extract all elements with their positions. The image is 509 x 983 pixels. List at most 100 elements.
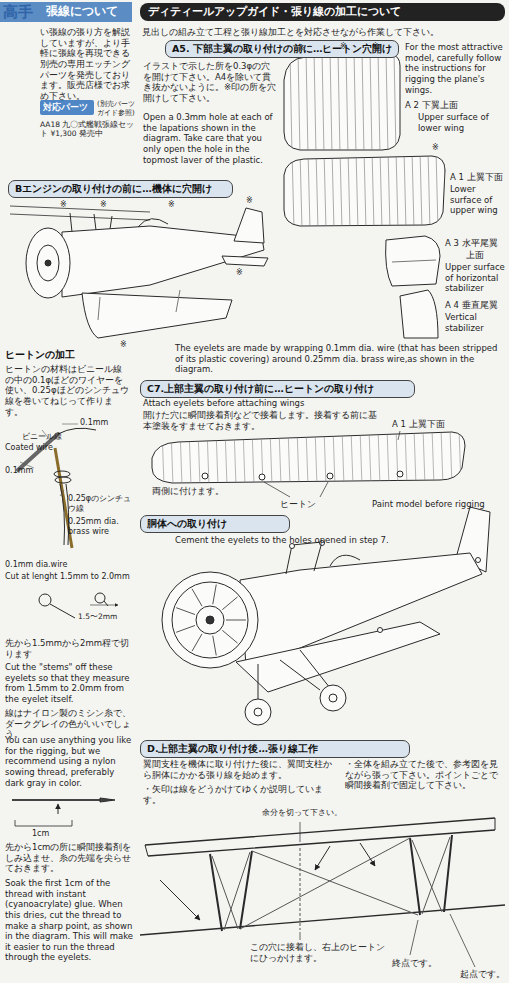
wing-rib [324,428,326,486]
engine-cylinder [192,589,202,606]
wing-rib [338,50,340,155]
fuselage-side-view [10,206,268,338]
wing-rib [332,150,334,230]
instruction-text: Attach eyelets before attaching wings [143,398,443,409]
wing-rib [288,428,290,486]
dimension-label: 1.5〜2mm [78,612,134,621]
wing-rib [162,428,164,486]
engine-cylinder [222,630,237,643]
part-label: 0.25mm dia. brass wire [68,517,134,537]
part-label: Vertical stabilizer [445,312,506,333]
wing-rib [386,50,388,155]
wing-rib [308,150,310,230]
note-text: 終点です。 [392,958,452,969]
wing-rib [300,150,302,230]
lower-wing-outline [284,55,400,150]
header-text: 対応パーツ [43,102,90,113]
wing-rib [171,428,173,486]
wing-rib [290,50,292,155]
part-label: A 1 上翼下面 [392,419,472,430]
wing-rib [198,428,200,486]
wing-rib [225,428,227,486]
wing-rib [333,428,335,486]
header-text: A5. 下部主翼の取り付けの前に…ヒートン穴開け [172,43,394,55]
step-header: 胴体への取り付け [140,515,290,533]
hole-mark: ※ [246,196,258,206]
hole-mark: ※ [372,42,384,52]
wing-rib [234,428,236,486]
hole-mark: ※ [100,200,112,210]
wing-rib [216,428,218,486]
engine-cylinder [176,608,195,615]
header-text: ディティールアップガイド・張り線の加工について [148,5,501,19]
wing-rib [316,150,318,230]
wing-rib [412,150,414,230]
instruction-text: ・矢印は線をどうかけてゆくか説明しています。 [143,784,333,805]
step-header: Bエンジンの取り付けの前に…機体に穴開け [8,180,233,198]
watermark: 高手 [3,3,43,22]
instruction-text: Cut the "stems" off these eyelets so tha… [5,662,133,705]
wing-rib [370,50,372,155]
wing-rib [252,428,254,486]
note-text: い張線の張り方を解説していますが、より手軽に張線を再現できる別売の専用エッチング… [40,27,133,101]
hole-mark: ※ [120,340,132,350]
instruction-text: You can use anything you like for the ri… [5,735,133,788]
guide-title-band: ディティールアップガイド・張り線の加工について [140,3,505,21]
wing-rib [189,428,191,486]
wing-rib [436,150,438,230]
part-label: A 1 上翼下面 [450,172,506,183]
header-text: C7.上部主翼の取り付け前に…ヒートンの取り付け [147,383,410,395]
note-text: 起点です。 [460,969,506,980]
rigging-diagram [140,818,505,967]
part-label: Lower surface of upper wing [450,184,505,216]
engine-cylinder [213,585,216,605]
wing-rib [428,150,430,230]
wing-rib [444,150,446,230]
wing-rib [315,428,317,486]
eyelet-marks [202,471,403,480]
parts-box: 対応パーツ [40,100,94,115]
wing-rib [180,428,182,486]
step-header: A5. 下部主翼の取り付けの前に…ヒートン穴開け [165,40,399,58]
header-text: Bエンジンの取り付けの前に…機体に穴開け [15,183,228,195]
note-text: 余分を切って下さい。 [262,808,362,818]
section-heading: ヒートンの加工 [5,349,130,362]
part-label: A 2 下翼上面 [405,100,505,111]
wing-rib [387,428,389,486]
wing-rib [342,428,344,486]
thread-tip-diagram [12,798,115,826]
engine-cylinder [226,620,246,621]
hole-mark: ※ [236,268,248,278]
instruction-text: Cut at lenght 1.5mm to 2.0mm [5,572,135,582]
wing-rib [360,428,362,486]
part-label: A 4 垂直尾翼 [445,300,506,311]
instruction-text: Soak the first 1cm of the thread with in… [5,878,133,963]
instruction-text: Open a 0.3mm hole at each of the lapatio… [143,112,279,165]
parts-note: AA18 九〇式艦戦張線セット ¥1,300 発売中 [40,120,135,139]
wing-rib [450,428,452,486]
wing-rib [372,150,374,230]
wing-rib [356,150,358,230]
wing-rib [348,150,350,230]
wing-rib [388,150,390,230]
wing-rib [423,428,425,486]
instruction-text: Paint model before rigging [372,499,505,510]
hole-mark: ※ [432,143,444,153]
wing-rib [270,428,272,486]
dimension-label: 0.1mm [5,466,45,476]
hole-mark: ※ [168,200,180,210]
instruction-text: 先から1.5mmから2mm程で切ります [5,638,133,659]
engine-cylinder [222,597,237,610]
instruction-text: ヒートンの材料はビニール線の中の0.1φほどのワイヤーを使い、0.25φほどのシ… [5,364,130,417]
wing-rib [380,150,382,230]
instruction-text: The eyelets are made by wrapping 0.1mm d… [175,343,505,375]
vertical-stabilizer [400,290,438,338]
wing-rib [396,428,398,486]
wing-rib [306,50,308,155]
instruction-text: 翼間支柱を機体に取り付けた後に、翼間支柱から胴体にかかる張り線を始めます。 [143,759,333,780]
wing-rib [243,428,245,486]
wing-rib [279,428,281,486]
part-label: Upper surface of lower wing [418,112,504,133]
wing-rib [351,428,353,486]
part-label: ビニール線 [22,432,82,442]
